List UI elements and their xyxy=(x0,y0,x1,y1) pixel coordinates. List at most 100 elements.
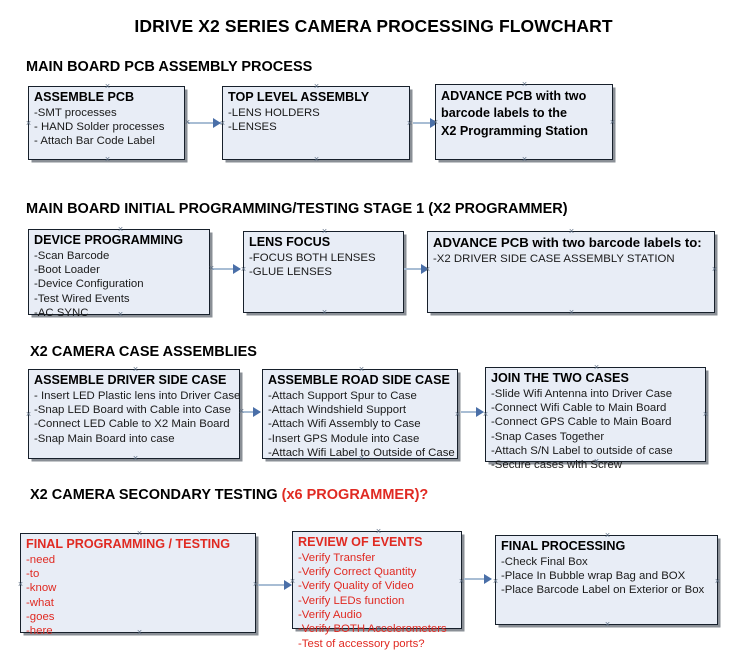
connection-handle-top[interactable] xyxy=(117,226,124,233)
box-line: -Place Barcode Label on Exterior or Box xyxy=(501,584,705,597)
connection-handle[interactable] xyxy=(184,119,191,126)
connector-top-level-assembly-to-advance-pcb xyxy=(413,122,437,124)
box-title-line: barcode labels to the xyxy=(441,106,567,121)
box-line: -Attach Wifi Assembly to Case xyxy=(268,418,421,431)
connection-handle[interactable] xyxy=(208,265,215,272)
connection-handle-top[interactable] xyxy=(521,81,528,88)
connection-handle-bottom[interactable] xyxy=(604,621,611,628)
connection-handle-top[interactable] xyxy=(104,83,111,90)
box-review-of-events[interactable]: REVIEW OF EVENTS -Verify Transfer -Verif… xyxy=(289,528,462,650)
box-line: - Insert LED Plastic lens into Driver Ca… xyxy=(34,389,241,402)
connection-handle-bottom[interactable] xyxy=(568,309,575,316)
connection-handle-right[interactable] xyxy=(609,119,616,126)
box-line: -Snap Cases Together xyxy=(491,430,605,443)
connection-handle-left[interactable] xyxy=(482,411,489,418)
connection-handle-left[interactable] xyxy=(289,578,296,585)
box-title-line: ADVANCE PCB with two xyxy=(441,89,587,103)
connection-handle-right[interactable] xyxy=(711,266,718,273)
box-line: -Connect Wifi Cable to Main Board xyxy=(491,402,667,415)
section-heading-main-board-pcb-assembly-process: MAIN BOARD PCB ASSEMBLY PROCESS xyxy=(26,59,312,75)
connection-handle-top[interactable] xyxy=(321,228,328,235)
box-line: - HAND Solder processes xyxy=(34,121,165,134)
connection-handle-top[interactable] xyxy=(358,366,365,373)
box-final-processing[interactable]: FINAL PROCESSING -Check Final Box -Place… xyxy=(495,535,718,625)
box-line: -to xyxy=(26,568,40,581)
connector-final-programming-to-review-of-events xyxy=(258,584,290,586)
connection-handle-left[interactable] xyxy=(240,266,247,273)
connector-assemble-pcb-to-top-level-assembly xyxy=(188,122,221,124)
box-title: LENS FOCUS xyxy=(249,235,331,249)
box-advance-pcb-to-driver-side-case-assembly-station[interactable]: ADVANCE PCB with two barcode labels to: … xyxy=(427,231,715,313)
connection-handle-left[interactable] xyxy=(17,581,24,588)
section-heading-main-board-initial-programming: MAIN BOARD INITIAL PROGRAMMING/TESTING S… xyxy=(26,201,568,217)
connection-handle-right[interactable] xyxy=(714,578,721,585)
box-line: -Verify Correct Quantity xyxy=(298,566,417,579)
arrowhead-icon xyxy=(213,118,221,128)
connection-handle-top[interactable] xyxy=(136,530,143,537)
connector-road-side-to-join-cases xyxy=(461,411,482,413)
box-line: -Slide Wifi Antenna into Driver Case xyxy=(491,387,673,400)
connection-handle-top[interactable] xyxy=(568,228,575,235)
connection-handle-left[interactable] xyxy=(25,411,32,418)
box-final-programming-testing[interactable]: FINAL PROGRAMMING / TESTING -need -to -k… xyxy=(17,530,256,637)
box-title: ADVANCE PCB with two barcode labels to: xyxy=(433,235,702,250)
box-line: -Insert GPS Module into Case xyxy=(268,432,420,445)
connector-device-programming-to-lens-focus xyxy=(212,268,240,270)
box-line: -here xyxy=(26,625,53,638)
box-assemble-driver-side-case[interactable]: ASSEMBLE DRIVER SIDE CASE - Insert LED P… xyxy=(28,369,240,459)
connection-handle[interactable] xyxy=(238,408,245,415)
connection-handle-bottom[interactable] xyxy=(104,156,111,163)
connection-handle-bottom[interactable] xyxy=(375,625,382,632)
box-line: -Snap LED Board with Cable into Case xyxy=(34,404,231,417)
box-line-overflow: -Test of accessory ports? xyxy=(298,637,425,650)
box-line: -Attach S/N Label to outside of case xyxy=(491,445,673,458)
connection-handle-bottom[interactable] xyxy=(593,458,600,465)
connection-handle-right[interactable] xyxy=(406,120,413,127)
box-title: FINAL PROGRAMMING / TESTING xyxy=(26,537,231,551)
box-assemble-pcb[interactable]: ASSEMBLE PCB -SMT processes - HAND Solde… xyxy=(28,86,185,160)
connection-handle-top[interactable] xyxy=(313,83,320,90)
box-top-level-assembly[interactable]: TOP LEVEL ASSEMBLY -LENS HOLDERS -LENSES xyxy=(222,86,410,160)
box-join-the-two-cases[interactable]: JOIN THE TWO CASES -Slide Wifi Antenna i… xyxy=(482,364,709,471)
section-heading-x2-camera-secondary-testing: X2 CAMERA SECONDARY TESTING (x6 PROGRAMM… xyxy=(30,487,428,503)
arrowhead-icon xyxy=(476,407,484,417)
connection-handle-bottom[interactable] xyxy=(521,156,528,163)
connection-handle-left[interactable] xyxy=(25,120,32,127)
box-advance-pcb-to-x2-programming-station[interactable]: ADVANCE PCB with two barcode labels to t… xyxy=(435,84,613,160)
connection-handle-right[interactable] xyxy=(454,411,461,418)
section-heading-x2-camera-case-assemblies: X2 CAMERA CASE ASSEMBLIES xyxy=(30,344,257,360)
section-heading-text: MAIN BOARD INITIAL PROGRAMMING/TESTING S… xyxy=(26,201,568,217)
box-line: -FOCUS BOTH LENSES xyxy=(249,251,376,264)
connection-handle-bottom[interactable] xyxy=(132,455,139,462)
connection-handle-bottom[interactable] xyxy=(136,629,143,636)
box-line: -AC SYNC xyxy=(34,307,89,320)
arrowhead-icon xyxy=(233,264,241,274)
box-line: -Attach Windshield Support xyxy=(268,404,407,417)
connector-driver-side-to-road-side xyxy=(242,411,260,413)
connection-handle-top[interactable] xyxy=(604,532,611,539)
box-device-programming[interactable]: DEVICE PROGRAMMING -Scan Barcode -Boot L… xyxy=(28,226,210,319)
box-line: -Device Configuration xyxy=(34,278,144,291)
arrowhead-icon xyxy=(253,407,261,417)
connection-handle-bottom[interactable] xyxy=(321,309,328,316)
connection-handle-left[interactable] xyxy=(432,119,439,126)
connection-handle-bottom[interactable] xyxy=(313,156,320,163)
connection-handle-top[interactable] xyxy=(132,366,139,373)
connection-handle-left[interactable] xyxy=(219,120,226,127)
connection-handle-bottom[interactable] xyxy=(117,311,124,318)
connection-handle-left[interactable] xyxy=(492,578,499,585)
box-title: ASSEMBLE DRIVER SIDE CASE xyxy=(34,373,227,387)
connection-handle-bottom[interactable] xyxy=(358,455,365,462)
connection-handle-right[interactable] xyxy=(702,411,709,418)
connection-handle-top[interactable] xyxy=(375,528,382,535)
box-title: TOP LEVEL ASSEMBLY xyxy=(228,90,370,104)
arrowhead-icon xyxy=(484,574,492,584)
box-lens-focus[interactable]: LENS FOCUS -FOCUS BOTH LENSES -GLUE LENS… xyxy=(243,231,404,313)
box-line: -Verify BOTH Accelerometers xyxy=(298,623,447,636)
box-line: -Boot Loader xyxy=(34,264,100,277)
connection-handle-left[interactable] xyxy=(424,266,431,273)
box-assemble-road-side-case[interactable]: ASSEMBLE ROAD SIDE CASE -Attach Support … xyxy=(262,369,458,459)
box-line: -Scan Barcode xyxy=(34,249,110,262)
connection-handle-top[interactable] xyxy=(593,364,600,371)
section-heading-text: X2 CAMERA SECONDARY TESTING xyxy=(30,487,282,503)
